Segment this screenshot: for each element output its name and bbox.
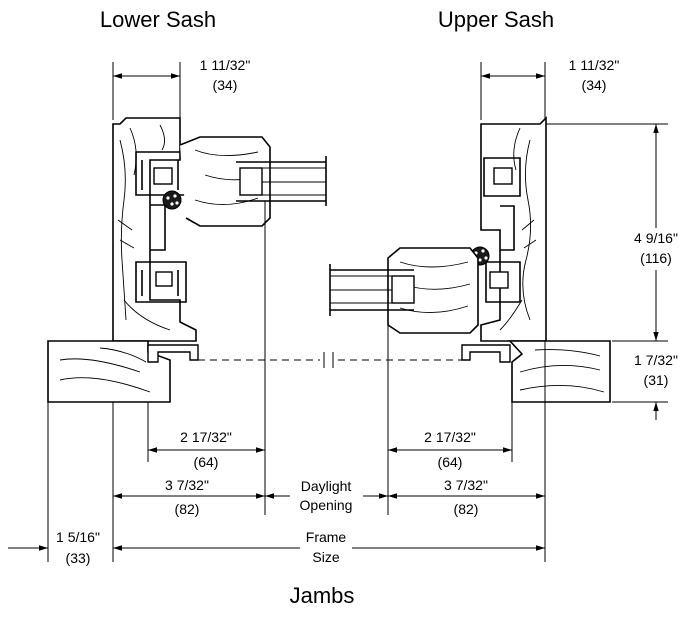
jambs-title: Jambs <box>290 583 355 608</box>
daylight-label-2: Opening <box>300 497 353 513</box>
dim-right-sill-mm: (31) <box>644 372 669 388</box>
dim-left-outer-mm: (82) <box>175 501 200 517</box>
dim-right-inner-in: 2 17/32" <box>424 429 476 445</box>
dim-left-top-mm: (34) <box>213 77 238 93</box>
dim-left-inner-in: 2 17/32" <box>180 429 232 445</box>
frame-label-1: Frame <box>306 529 347 545</box>
dim-right-sill-in: 1 7/32" <box>634 352 678 368</box>
lower-sash-title: Lower Sash <box>100 7 216 32</box>
upper-sash-title: Upper Sash <box>438 7 554 32</box>
dim-right-top-in: 1 11/32" <box>569 57 620 73</box>
dim-right-height-in: 4 9/16" <box>634 230 678 246</box>
dim-left-edge-in: 1 5/16" <box>56 529 100 545</box>
dim-right-outer-mm: (82) <box>454 501 479 517</box>
dim-left-inner-mm: (64) <box>194 454 219 470</box>
dim-right-inner-mm: (64) <box>438 454 463 470</box>
dim-left-top-in: 1 11/32" <box>200 57 251 73</box>
daylight-label-1: Daylight <box>301 478 352 494</box>
dim-right-top-mm: (34) <box>582 77 607 93</box>
lower-sash-drawing <box>47 62 327 403</box>
dim-right-height-mm: (116) <box>640 250 672 266</box>
dim-left-edge-mm: (33) <box>66 550 91 566</box>
upper-sash-drawing <box>329 62 611 403</box>
dim-left-outer-in: 3 7/32" <box>165 477 209 493</box>
frame-label-2: Size <box>312 549 339 565</box>
dim-right-outer-in: 3 7/32" <box>444 477 488 493</box>
